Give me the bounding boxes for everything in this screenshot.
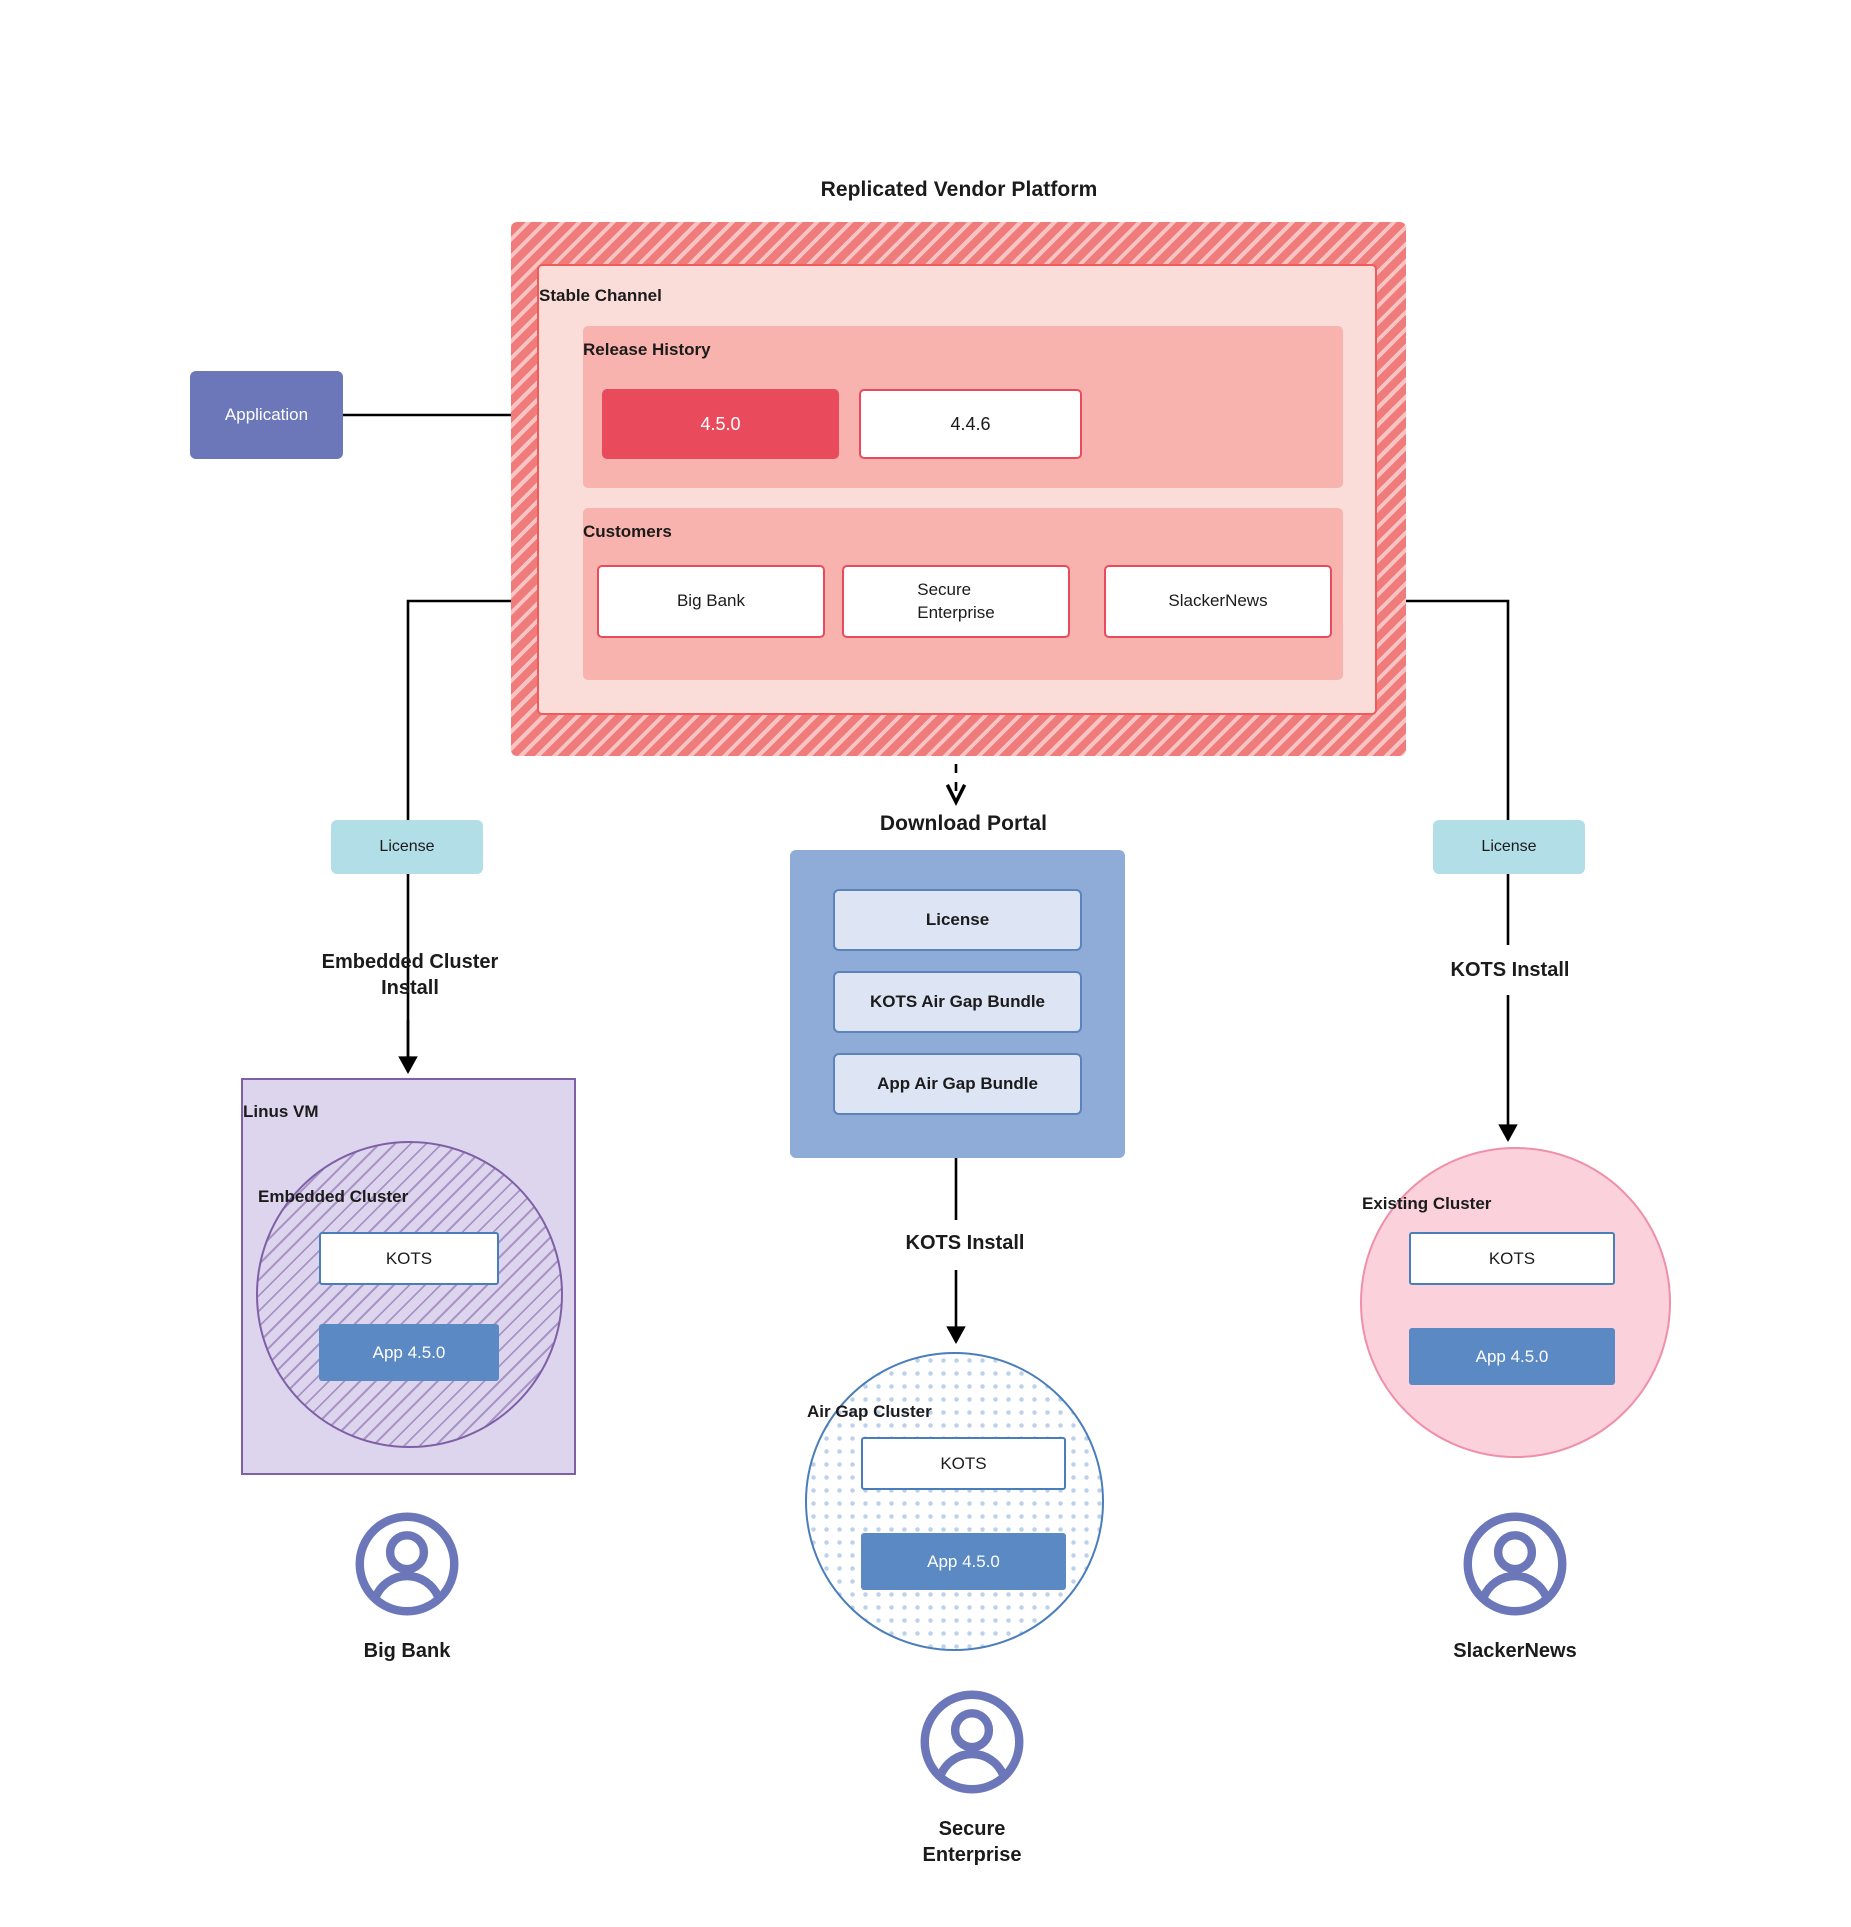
release-chip-previous[interactable]: 4.4.6 bbox=[859, 389, 1082, 459]
app-chip-existing[interactable]: App 4.5.0 bbox=[1409, 1328, 1615, 1385]
customers-title: Customers bbox=[583, 522, 1343, 542]
embedded-cluster-title: Embedded Cluster bbox=[258, 1187, 561, 1207]
kots-install-label-right: KOTS Install bbox=[1390, 955, 1630, 985]
license-chip-right[interactable]: License bbox=[1433, 820, 1585, 874]
kots-install-label-middle: KOTS Install bbox=[845, 1228, 1085, 1258]
avatar-name-label: SlackerNews bbox=[1453, 1640, 1577, 1662]
air-gap-cluster-circle: Air Gap Cluster bbox=[805, 1352, 1104, 1651]
user-avatar-icon bbox=[355, 1512, 459, 1616]
release-history-title: Release History bbox=[583, 340, 1343, 360]
customer-chip-label: SlackerNews bbox=[1168, 591, 1268, 611]
application-label: Application bbox=[224, 405, 309, 424]
kots-label: KOTS bbox=[385, 1248, 433, 1268]
portal-item-app-air-gap-bundle[interactable]: App Air Gap Bundle bbox=[833, 1053, 1082, 1115]
kots-install-text: KOTS Install bbox=[1450, 959, 1570, 981]
existing-cluster-title-text: Existing Cluster bbox=[1362, 1194, 1492, 1213]
air-gap-cluster-title-text: Air Gap Cluster bbox=[807, 1402, 932, 1421]
embedded-cluster-title-text: Embedded Cluster bbox=[258, 1187, 409, 1206]
page-title-text: Replicated Vendor Platform bbox=[820, 178, 1098, 201]
download-portal-title-text: Download Portal bbox=[879, 812, 1048, 835]
release-version-label: 4.5.0 bbox=[700, 413, 741, 434]
app-label: App 4.5.0 bbox=[1475, 1346, 1549, 1366]
portal-item-label: KOTS Air Gap Bundle bbox=[869, 992, 1046, 1011]
license-chip-left[interactable]: License bbox=[331, 820, 483, 874]
customer-chip-label: Big Bank bbox=[676, 591, 746, 611]
embedded-cluster-circle: Embedded Cluster bbox=[256, 1141, 563, 1448]
app-chip-airgap[interactable]: App 4.5.0 bbox=[861, 1533, 1066, 1590]
customer-chip-big-bank[interactable]: Big Bank bbox=[597, 565, 825, 638]
license-label: License bbox=[379, 838, 435, 855]
avatar-name-label: Big Bank bbox=[363, 1640, 451, 1662]
portal-item-kots-air-gap-bundle[interactable]: KOTS Air Gap Bundle bbox=[833, 971, 1082, 1033]
page-title: Replicated Vendor Platform bbox=[659, 175, 1259, 205]
app-label: App 4.5.0 bbox=[372, 1342, 446, 1362]
avatar-slackernews: SlackerNews bbox=[1395, 1510, 1635, 1664]
customer-chip-slackernews[interactable]: SlackerNews bbox=[1104, 565, 1332, 638]
release-version-label: 4.4.6 bbox=[950, 413, 991, 434]
release-history-title-text: Release History bbox=[583, 340, 711, 359]
stable-channel-title-text: Stable Channel bbox=[539, 286, 662, 305]
kots-install-text: KOTS Install bbox=[905, 1232, 1025, 1254]
linux-vm-title: Linus VM bbox=[243, 1102, 574, 1122]
existing-cluster-title: Existing Cluster bbox=[1362, 1194, 1669, 1214]
kots-chip-embedded[interactable]: KOTS bbox=[319, 1232, 499, 1285]
application-box[interactable]: Application bbox=[190, 371, 343, 459]
avatar-big-bank: Big Bank bbox=[287, 1510, 527, 1664]
linux-vm-title-text: Linus VM bbox=[243, 1102, 319, 1121]
air-gap-cluster-title: Air Gap Cluster bbox=[807, 1402, 1102, 1422]
app-chip-embedded[interactable]: App 4.5.0 bbox=[319, 1324, 499, 1381]
user-avatar-icon bbox=[1463, 1512, 1567, 1616]
portal-item-label: License bbox=[925, 910, 990, 929]
portal-item-label: App Air Gap Bundle bbox=[877, 1074, 1038, 1093]
kots-label: KOTS bbox=[940, 1453, 987, 1473]
stable-channel-title: Stable Channel bbox=[539, 286, 1375, 306]
customers-title-text: Customers bbox=[583, 522, 672, 541]
portal-item-license[interactable]: License bbox=[833, 889, 1082, 951]
kots-chip-existing[interactable]: KOTS bbox=[1409, 1232, 1615, 1285]
release-chip-current[interactable]: 4.5.0 bbox=[602, 389, 839, 459]
license-label: License bbox=[1481, 838, 1537, 855]
app-label: App 4.5.0 bbox=[927, 1551, 1000, 1571]
download-portal-title: Download Portal bbox=[796, 810, 1131, 838]
existing-cluster-circle: Existing Cluster bbox=[1360, 1147, 1671, 1458]
user-avatar-icon bbox=[920, 1690, 1024, 1794]
kots-chip-airgap[interactable]: KOTS bbox=[861, 1437, 1066, 1490]
download-portal-container: License KOTS Air Gap Bundle App Air Gap … bbox=[790, 850, 1125, 1158]
kots-label: KOTS bbox=[1488, 1248, 1536, 1268]
